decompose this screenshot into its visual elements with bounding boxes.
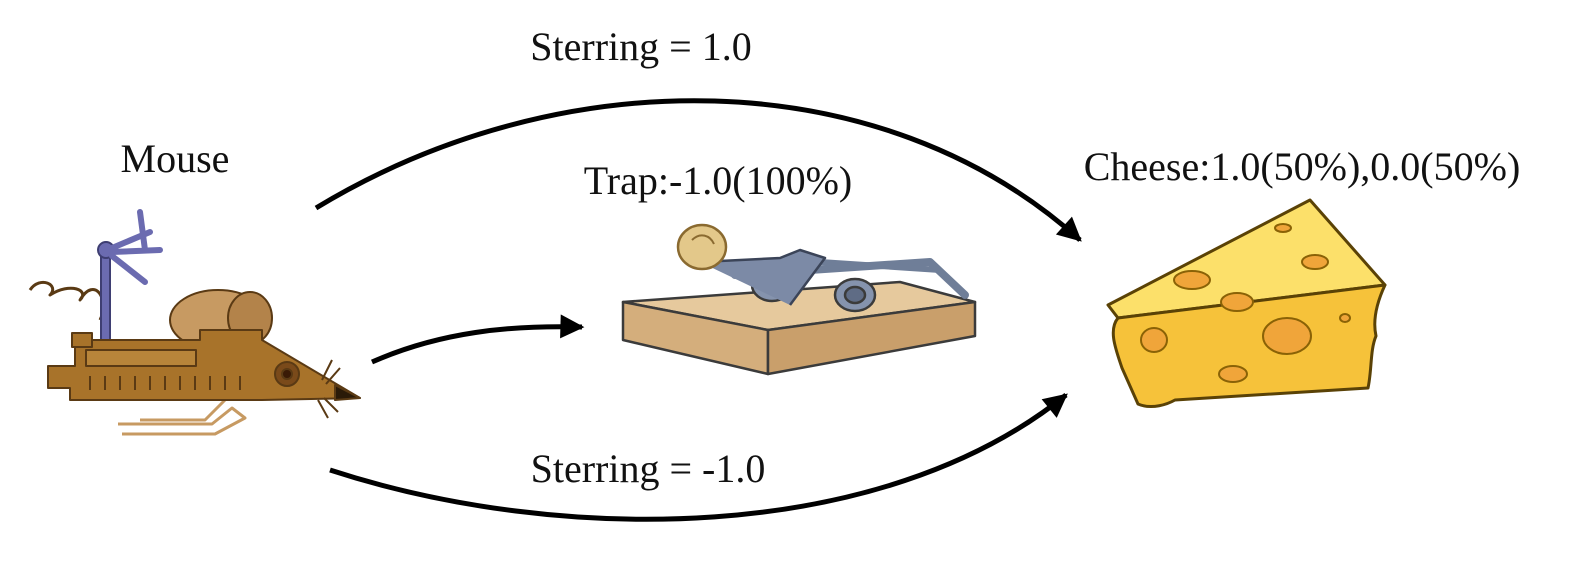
arrow-mouse-to-cheese-top — [314, 98, 1082, 242]
label-steer-up: Sterring = 1.0 — [530, 24, 751, 69]
label-steer-down: Sterring = -1.0 — [531, 446, 766, 491]
label-trap: Trap:-1.0(100%) — [584, 158, 853, 203]
mousetrap-icon — [621, 223, 977, 376]
label-cheese: Cheese:1.0(50%),0.0(50%) — [1084, 144, 1521, 189]
cheese-icon — [1106, 198, 1387, 408]
arrow-mouse-to-cheese-bottom — [329, 393, 1068, 522]
label-mouse: Mouse — [121, 136, 230, 181]
arrow-mouse-to-trap — [370, 314, 585, 365]
robot-mouse-icon — [28, 209, 361, 436]
